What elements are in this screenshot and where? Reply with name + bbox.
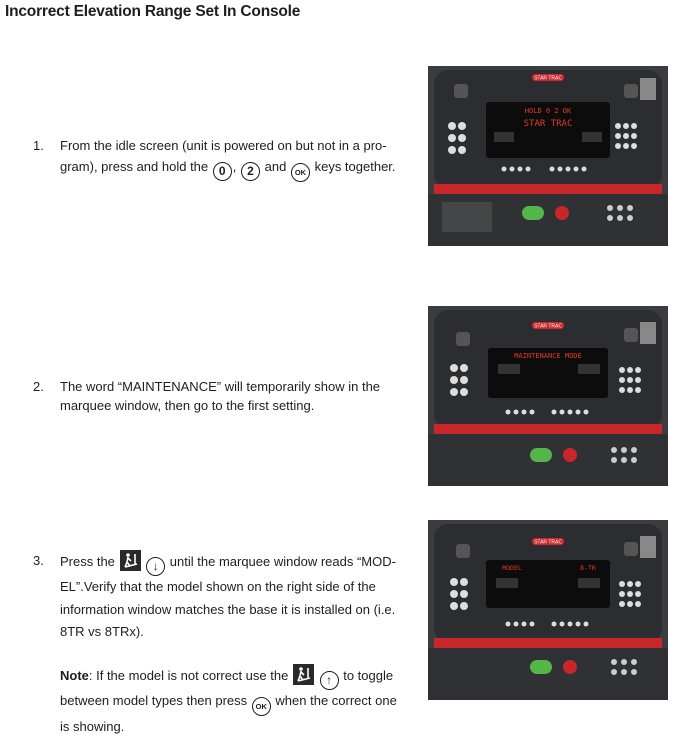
step-line: 8TR vs 8TRx).: [60, 624, 144, 639]
step-text: From the idle screen (unit is powered on…: [60, 137, 420, 182]
step-line: The word “MAINTENANCE” will temporarily …: [60, 379, 381, 394]
arrow-down-icon: ↓: [146, 557, 166, 576]
ok-key-icon: OK: [290, 162, 310, 182]
step-line: marquee window, then go to the first set…: [60, 397, 315, 413]
key-2-icon: 2: [241, 161, 261, 181]
key-0-icon: 0: [212, 161, 232, 181]
step-2: 2. The word “MAINTENANCE” will temporari…: [33, 378, 423, 418]
step-line: EL”.Verify that the model shown on the r…: [60, 579, 376, 594]
step-3: 3. Press the ↓ until the marquee window …: [33, 550, 423, 734]
note-line: between model types then press OK when t…: [60, 690, 420, 716]
marquee-text: MAINTENANCE MODE: [514, 352, 581, 360]
console-photo-3: STAR TRAC MODEL 8-TR: [428, 520, 668, 700]
step-number: 2.: [33, 379, 44, 394]
ok-key-icon: OK: [251, 696, 271, 716]
brand-label: STAR TRAC: [534, 324, 562, 330]
brand-label: STAR TRAC: [534, 76, 562, 82]
note-line: is showing.: [60, 718, 125, 734]
note-line: Note: If the model is not correct use th…: [60, 663, 420, 690]
marquee-text: HOLD 0 2 OK: [525, 107, 572, 115]
step-line: gram), press and hold the 0, 2 and OK ke…: [60, 158, 420, 182]
console-photo-1: STAR TRAC HOLD 0 2 OK STAR TRAC: [428, 66, 668, 246]
console-photo-2: STAR TRAC MAINTENANCE MODE: [428, 306, 668, 486]
step-text: Press the ↓ until the marquee window rea…: [60, 550, 420, 738]
walker-icon: [292, 663, 314, 685]
step-number: 1.: [33, 138, 44, 153]
note-label: Note: [60, 667, 89, 683]
step-line: information window matches the base it i…: [60, 601, 396, 617]
step-1: 1. From the idle screen (unit is powered…: [33, 137, 423, 182]
page-title: Incorrect Elevation Range Set In Console: [5, 3, 301, 20]
marquee-left-text: MODEL: [502, 564, 522, 572]
step-number: 3.: [33, 553, 44, 568]
walker-icon: [119, 550, 141, 571]
display-big-text: STAR TRAC: [524, 119, 573, 129]
brand-label: STAR TRAC: [534, 540, 562, 546]
marquee-right-text: 8-TR: [580, 564, 596, 572]
step-text: The word “MAINTENANCE” will temporarily …: [60, 378, 420, 415]
arrow-up-icon: ↑: [319, 670, 339, 690]
step-line: Press the ↓ until the marquee window rea…: [60, 550, 420, 576]
step-line: From the idle screen (unit is powered on…: [60, 138, 387, 153]
